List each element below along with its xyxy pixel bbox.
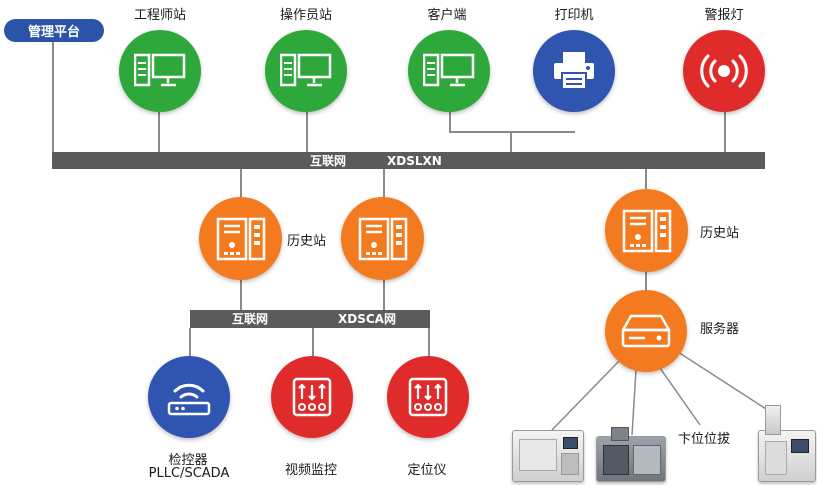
link-client-printer-h (449, 131, 575, 133)
server-tower-icon (622, 209, 671, 252)
server-node[interactable] (605, 290, 687, 372)
router-label-line2: PLLC/SCADA (148, 466, 230, 481)
client-label: 客户端 (427, 8, 467, 23)
history-station-far-right-label: 历史站 (700, 226, 740, 241)
link-history-server (645, 272, 647, 290)
link-history-left-lower (240, 280, 242, 310)
server-tower-icon (216, 217, 265, 260)
link-alarm (724, 112, 726, 152)
link-video (312, 328, 314, 356)
locator-node[interactable] (387, 356, 469, 438)
server-icon (621, 314, 671, 348)
operator-station-label: 操作员站 (279, 8, 333, 23)
main-bus-left-text: 互联网 (310, 153, 347, 168)
operator-station-node[interactable] (265, 30, 347, 112)
alarm-light-label: 警报灯 (704, 8, 744, 23)
link-router (189, 328, 191, 356)
platform-vertical-line (52, 40, 54, 152)
lower-bus-right-text: XDSCA网 (338, 312, 396, 326)
main-network-bus: 互联网 XDSLXN (52, 152, 765, 169)
server-label: 服务器 (700, 322, 740, 337)
server-tower-icon (358, 217, 407, 260)
alarm-light-node[interactable] (683, 30, 765, 112)
router-node[interactable] (148, 356, 230, 438)
video-monitor-label: 视频监控 (284, 463, 338, 478)
link-server-instrument-4 (677, 351, 781, 419)
alarm-light-icon (700, 54, 748, 88)
link-locator (428, 328, 430, 356)
link-history-right-lower (383, 280, 385, 310)
router-icon (167, 383, 211, 416)
lower-bus-left-text: 互联网 (232, 312, 269, 326)
io-control-icon (408, 377, 448, 417)
video-monitor-node[interactable] (271, 356, 353, 438)
field-network-bus: 互联网 XDSCA网 (190, 310, 430, 328)
link-server-instrument-3 (659, 367, 701, 426)
history-station-pair-label: 历史站 (287, 234, 327, 249)
lab-instrument-2 (596, 427, 666, 482)
link-printer (510, 131, 512, 152)
printer-node[interactable] (533, 30, 615, 112)
history-station-right-node[interactable] (341, 197, 424, 280)
workstation-icon (280, 53, 332, 87)
io-control-icon (292, 377, 332, 417)
workstation-icon (423, 53, 475, 87)
lab-instrument-1 (512, 430, 584, 482)
link-server-instrument-1 (551, 359, 621, 431)
management-platform-badge[interactable]: 管理平台 (4, 19, 104, 42)
engineer-station-label: 工程师站 (133, 8, 187, 23)
client-node[interactable] (408, 30, 490, 112)
printer-label: 打印机 (554, 8, 594, 23)
link-server-instrument-2 (631, 369, 637, 436)
link-client (449, 112, 451, 132)
workstation-icon (134, 53, 186, 87)
link-bus-right-history (645, 169, 647, 189)
history-station-left-node[interactable] (199, 197, 282, 280)
history-station-far-right-node[interactable] (605, 189, 688, 272)
link-engineer (158, 112, 160, 152)
printer-icon (554, 52, 594, 90)
router-label-line1: 检控器 (168, 453, 208, 468)
locator-label: 定位仪 (407, 463, 447, 478)
lab-instrument-3 (758, 405, 816, 482)
link-operator (306, 112, 308, 152)
link-bus-history-left (240, 169, 242, 197)
link-bus-history-right (383, 169, 385, 197)
main-bus-right-text: XDSLXN (387, 153, 442, 168)
engineer-station-node[interactable] (119, 30, 201, 112)
instrument-caption: 卞位位拔 (678, 432, 731, 447)
